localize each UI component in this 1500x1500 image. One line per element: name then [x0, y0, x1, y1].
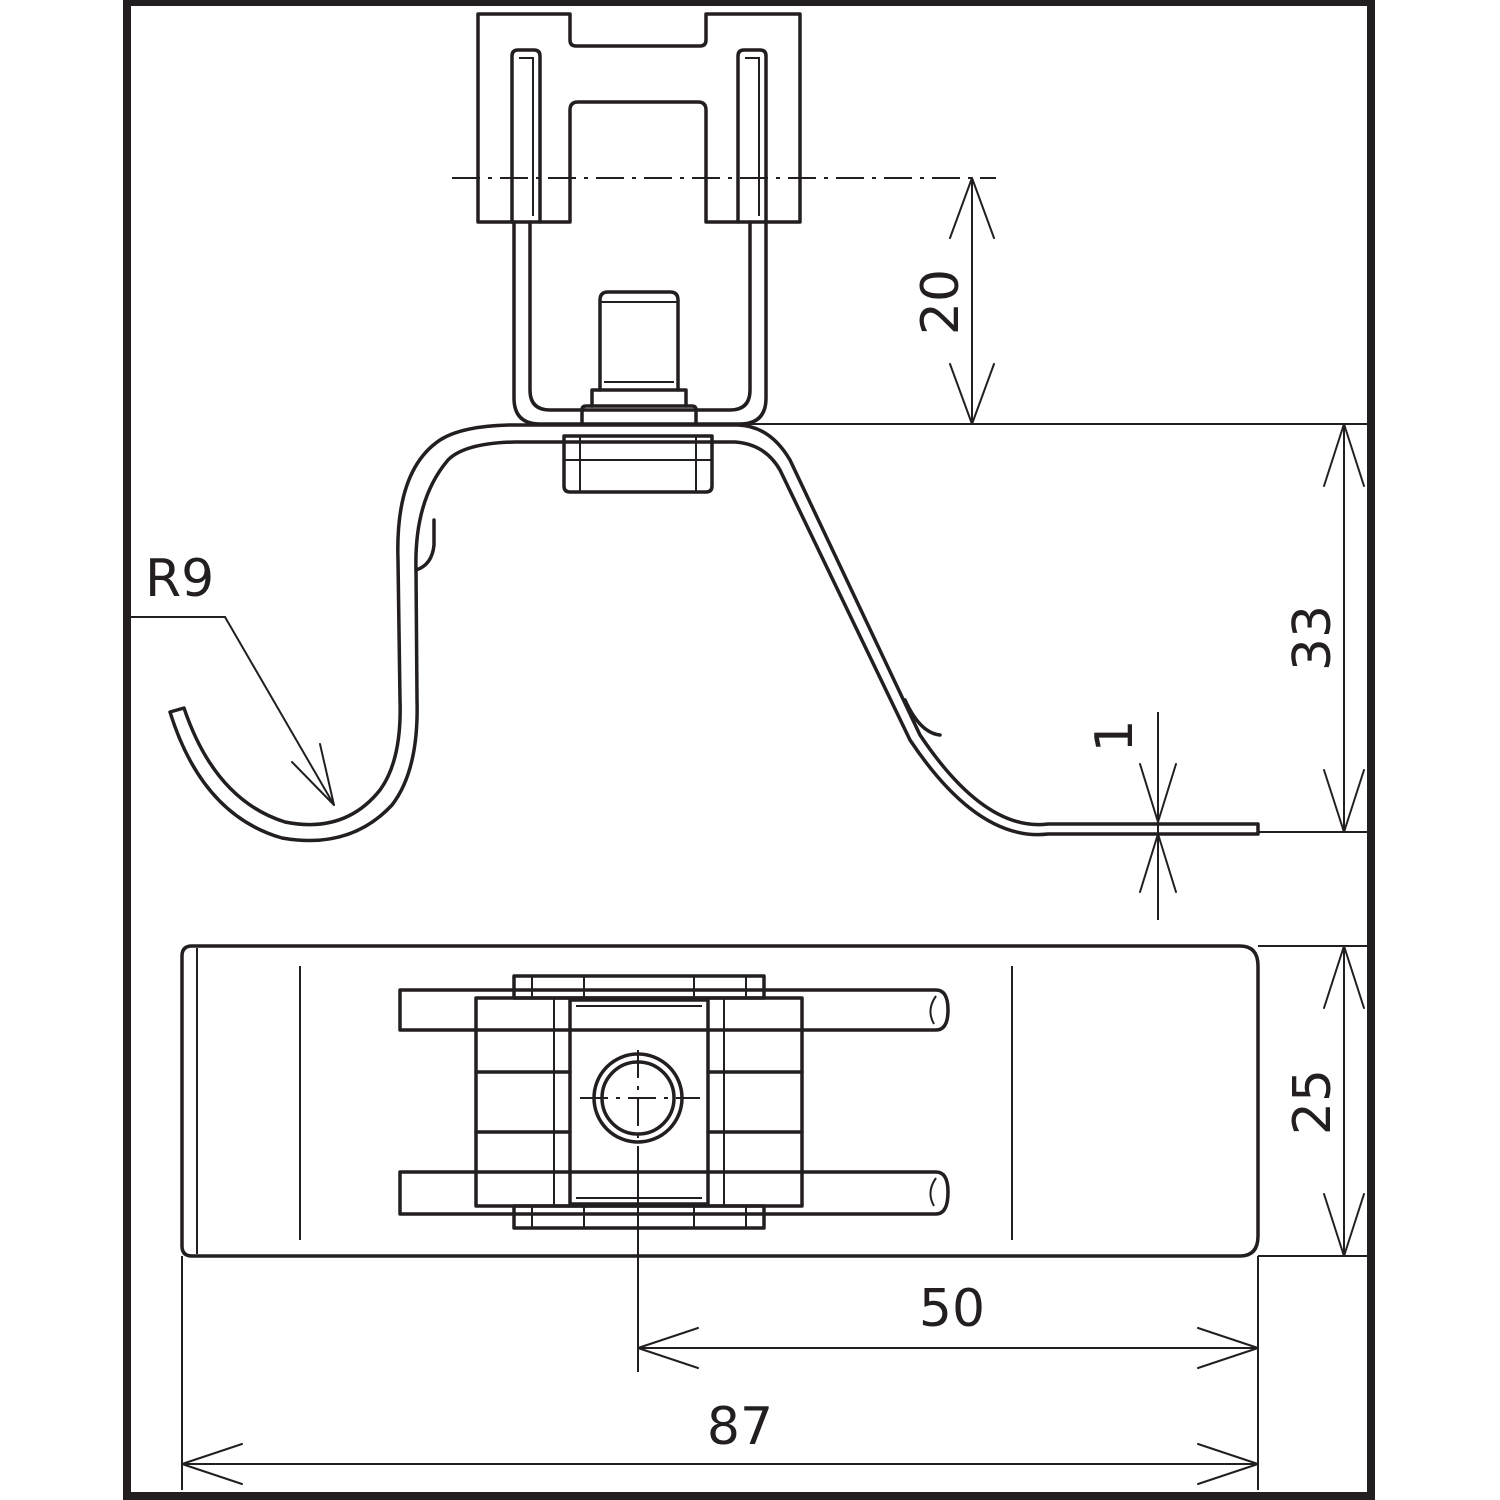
- top-view: 25 50 87: [180, 944, 1370, 1490]
- dim-label-25: 25: [1283, 1069, 1343, 1135]
- dim-label-20: 20: [911, 269, 971, 335]
- drawing-frame: [123, 0, 1375, 1500]
- dimension-1: 1: [1085, 712, 1177, 920]
- u-bracket: [512, 220, 768, 426]
- stud-and-nut: [562, 290, 714, 494]
- clamp-block: [476, 12, 802, 224]
- dimension-87: 87: [181, 1256, 1259, 1490]
- dimension-33: 33: [1258, 423, 1370, 833]
- wire-legs: [398, 988, 950, 1216]
- dim-label-87: 87: [707, 1397, 773, 1457]
- dim-label-1: 1: [1085, 719, 1145, 752]
- radius-callout: R9: [130, 549, 335, 806]
- dim-label-r9: R9: [145, 549, 214, 609]
- dim-label-33: 33: [1283, 605, 1343, 671]
- dimension-50: 50: [637, 1146, 1259, 1490]
- spring-strip: [168, 423, 1260, 843]
- dimension-25: 25: [1258, 945, 1370, 1257]
- side-view: 20 33 1 R9: [130, 12, 1370, 920]
- dimension-20: 20: [738, 177, 1370, 425]
- strip-outline: [180, 944, 1260, 1258]
- dim-label-50: 50: [919, 1279, 985, 1339]
